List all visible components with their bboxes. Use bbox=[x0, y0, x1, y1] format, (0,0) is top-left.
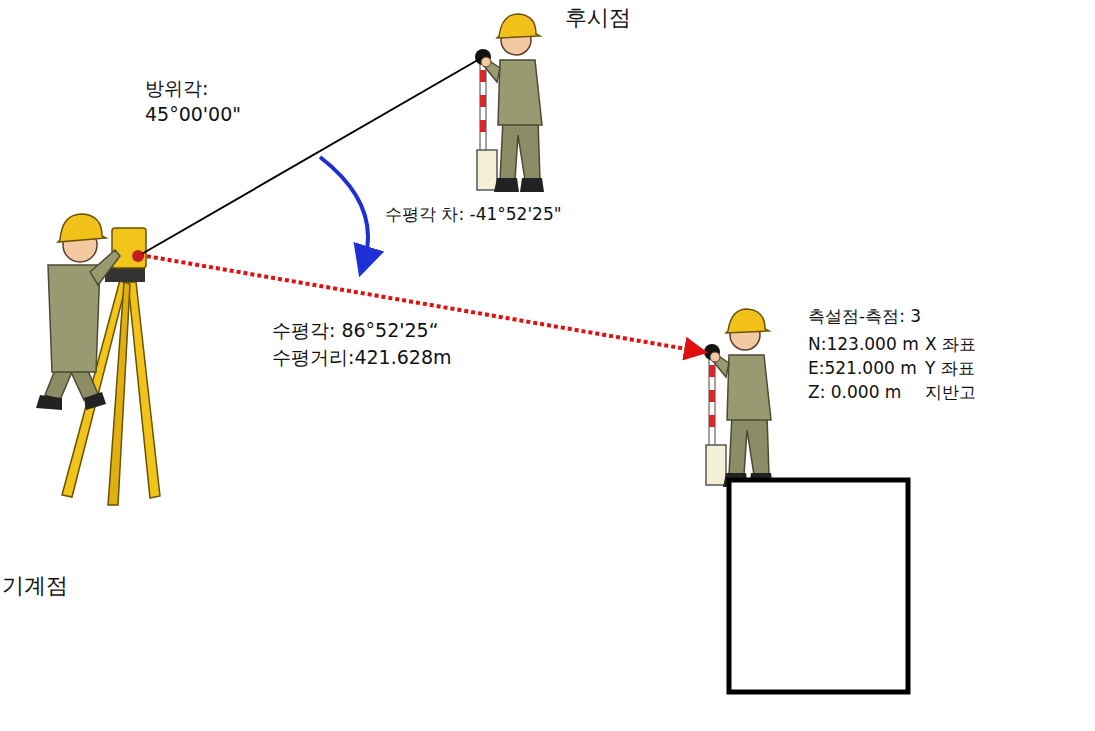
figure-node: 기계점 bbox=[2, 195, 162, 605]
station-label: 기계점 bbox=[2, 573, 68, 598]
coordinate-value: Z: 0.000 m bbox=[808, 383, 901, 403]
horizontal-distance: 수평거리:421.628m bbox=[272, 347, 451, 369]
angle-difference: 수평각 차: -41°52'25" bbox=[385, 205, 562, 225]
stakeout-arrow bbox=[140, 255, 704, 352]
figure-node: 측설점-측점: 3 N:123.000 m X 좌표 E:521.000 m Y 좌표 Z… bbox=[690, 295, 1090, 495]
backsight-label: 후시점 bbox=[565, 5, 631, 30]
point-title: 측설점-측점: 3 bbox=[808, 307, 921, 327]
sight-line bbox=[140, 57, 483, 255]
figure-node: 후시점 bbox=[450, 2, 660, 197]
coordinate-name: Y 좌표 bbox=[925, 359, 975, 379]
coordinate-value: E:521.000 m bbox=[808, 359, 917, 379]
horizontal-angle: 수평각: 86°52'25“ bbox=[272, 320, 439, 342]
coordinate-name: X 좌표 bbox=[925, 335, 976, 355]
azimuth-label: 방위각: bbox=[145, 78, 208, 100]
coordinate-value: N:123.000 m bbox=[808, 335, 919, 355]
coordinate-name: 지반고 bbox=[925, 383, 976, 403]
azimuth-value: 45°00'00" bbox=[145, 104, 241, 126]
